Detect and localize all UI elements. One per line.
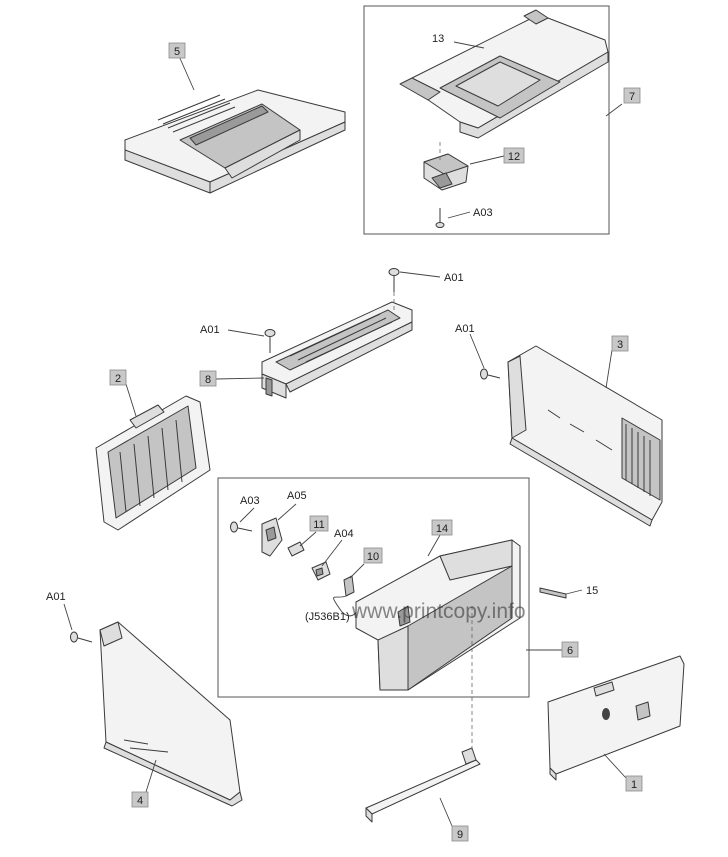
label-a01-right: A01 <box>455 323 475 335</box>
screw-a03-tray-icon <box>435 208 445 228</box>
callout-13: 13 <box>432 33 444 45</box>
callout-1: 1 <box>625 775 643 792</box>
label-a04: A04 <box>334 528 354 540</box>
svg-text:11: 11 <box>313 519 324 531</box>
svg-text:3: 3 <box>617 339 623 351</box>
callout-11: 11 <box>309 515 329 532</box>
callout-2: 2 <box>109 369 127 386</box>
svg-text:9: 9 <box>457 829 463 841</box>
screw-a03-inset-icon <box>230 521 253 533</box>
inset-frame-front-assembly <box>217 477 530 698</box>
callout-5: 5 <box>168 42 186 59</box>
svg-text:7: 7 <box>629 91 635 103</box>
screw-a01-left-icon <box>264 329 276 353</box>
part-sensor-holder <box>261 517 283 557</box>
svg-text:12: 12 <box>508 151 520 163</box>
label-a03-inset: A03 <box>240 495 260 507</box>
screw-a01-right-icon <box>480 368 501 380</box>
svg-text:6: 6 <box>567 645 573 657</box>
callout-8: 8 <box>199 370 217 387</box>
part-bottom-bar <box>365 747 481 823</box>
label-a01-bottom: A01 <box>46 591 66 603</box>
part-tray-bracket <box>423 153 469 191</box>
label-a05: A05 <box>287 490 307 502</box>
callout-4: 4 <box>131 791 149 808</box>
callout-3: 3 <box>611 335 629 352</box>
label-connector: (J536B1) <box>305 611 350 623</box>
callout-15: 15 <box>586 585 598 597</box>
callout-6: 6 <box>561 641 579 658</box>
svg-text:5: 5 <box>174 46 180 58</box>
svg-text:14: 14 <box>436 523 448 535</box>
inset-frame-tray-assembly <box>363 5 610 235</box>
part-rear-door <box>95 395 211 531</box>
part-front-frame <box>355 539 521 691</box>
svg-text:10: 10 <box>367 551 379 563</box>
part-right-side-cover <box>507 345 663 527</box>
screw-a01-top-icon <box>388 268 400 292</box>
part-output-tray <box>399 9 609 139</box>
svg-text:4: 4 <box>137 795 143 807</box>
part-front-door <box>547 655 685 781</box>
callout-7: 7 <box>623 87 641 104</box>
label-a01-left: A01 <box>200 324 220 336</box>
part-top-cover <box>124 89 346 194</box>
part-sensor-bracket <box>311 561 331 581</box>
callout-10: 10 <box>363 547 383 564</box>
svg-text:2: 2 <box>115 373 121 385</box>
leader-lines <box>63 41 627 827</box>
callout-9: 9 <box>451 825 469 842</box>
callout-12: 12 <box>503 147 525 164</box>
callout-14: 14 <box>431 519 453 536</box>
svg-text:8: 8 <box>205 374 211 386</box>
watermark-text: www.printcopy.info <box>351 600 526 623</box>
part-frame-bar <box>261 301 413 399</box>
screw-a01-bottom-icon <box>70 631 93 643</box>
part-rod <box>539 587 567 599</box>
part-left-side-cover <box>99 621 243 807</box>
label-a03-tray: A03 <box>473 207 493 219</box>
label-a01-top: A01 <box>444 272 464 284</box>
svg-text:1: 1 <box>631 779 637 791</box>
